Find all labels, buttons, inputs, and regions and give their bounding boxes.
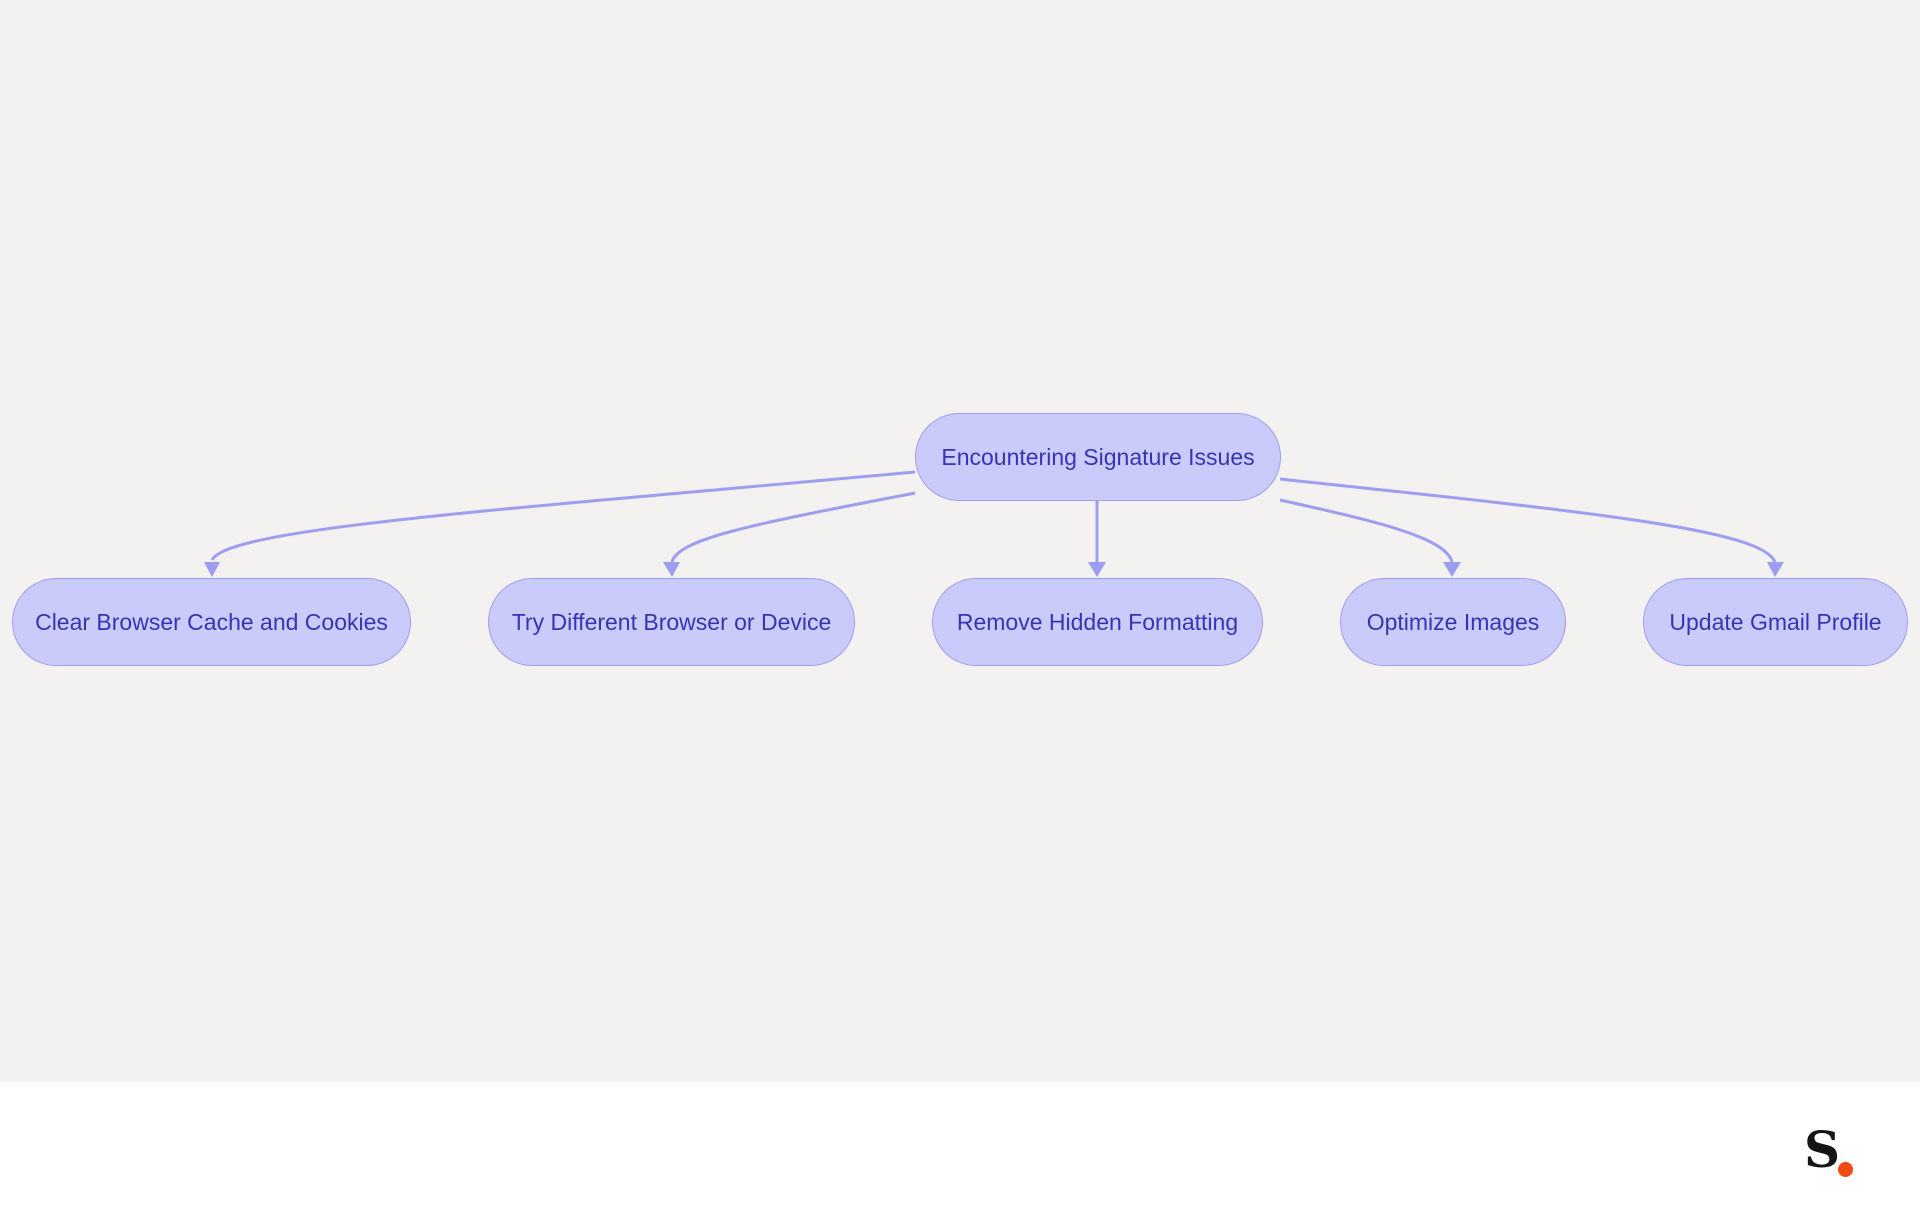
child-node-different-browser: Try Different Browser or Device: [488, 578, 855, 666]
child-node-optimize-images: Optimize Images: [1340, 578, 1566, 666]
edge-root-to-gmail-profile-tip: [1767, 562, 1784, 577]
child-node-clear-cache: Clear Browser Cache and Cookies: [12, 578, 411, 666]
root-node: Encountering Signature Issues: [915, 413, 1281, 501]
edge-root-to-clear-cache: [210, 470, 916, 561]
edge-root-to-optimize-images-tip: [1443, 562, 1461, 577]
edge-root-to-clear-cache-tip: [204, 562, 220, 577]
footer-bar: [0, 1082, 1920, 1215]
logo-letter: S: [1804, 1120, 1841, 1179]
edge-root-to-different-browser-tip: [663, 562, 680, 577]
logo-dot: [1838, 1162, 1853, 1177]
child-node-hidden-formatting: Remove Hidden Formatting: [932, 578, 1263, 666]
edge-root-to-gmail-profile: [1279, 477, 1777, 563]
edge-root-to-optimize-images: [1279, 498, 1454, 563]
diagram-edges: [204, 470, 1784, 577]
edge-root-to-hidden-formatting-tip: [1088, 562, 1106, 577]
diagram-canvas: Encountering Signature Issues Clear Brow…: [0, 0, 1920, 1082]
child-node-gmail-profile: Update Gmail Profile: [1643, 578, 1908, 666]
brand-logo-icon: S: [1800, 1120, 1860, 1182]
edge-root-to-different-browser: [670, 491, 916, 563]
